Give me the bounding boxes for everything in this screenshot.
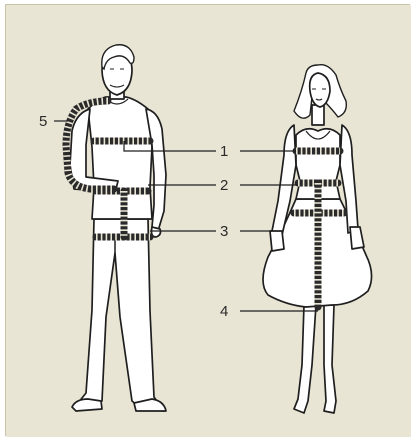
- callout-4-label: 4: [220, 303, 228, 320]
- man-torso: [88, 97, 152, 219]
- callout-2-label: 2: [220, 177, 228, 194]
- callout-1-label: 1: [220, 143, 228, 160]
- callout-5-label: 5: [39, 113, 47, 130]
- woman-head: [310, 73, 330, 107]
- callout-3-label: 3: [220, 223, 228, 240]
- woman-neck: [312, 105, 324, 125]
- woman-left-hand: [270, 231, 284, 251]
- measurement-diagram: 1 2 3 4 5: [6, 5, 411, 437]
- diagram-frame: 1 2 3 4 5: [5, 4, 410, 436]
